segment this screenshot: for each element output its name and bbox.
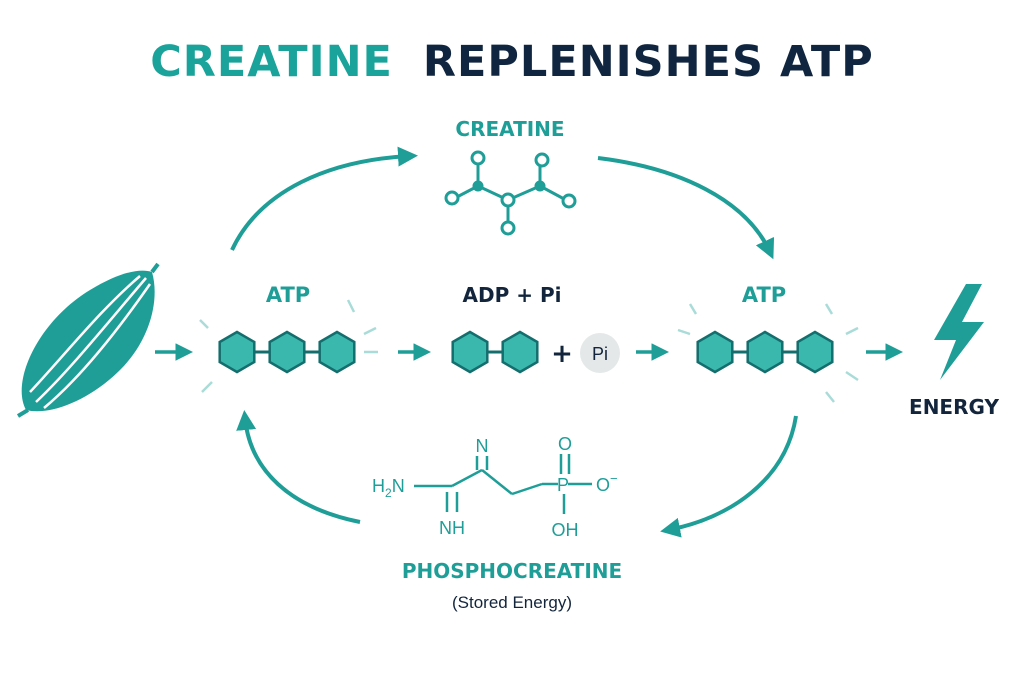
h2n-h: H bbox=[372, 476, 385, 496]
atp-left-molecule bbox=[218, 330, 356, 374]
plus-sign: + bbox=[551, 339, 573, 369]
lightning-bolt-icon bbox=[934, 284, 984, 380]
atom-nh: NH bbox=[439, 518, 465, 538]
title-rest: REPLENISHES ATP bbox=[423, 37, 874, 87]
atp-right-molecule bbox=[696, 330, 834, 374]
arc-bottom-right bbox=[660, 415, 798, 538]
arc-top-right bbox=[597, 156, 775, 260]
atp-right-glow bbox=[677, 303, 859, 403]
muscle-icon bbox=[16, 262, 160, 418]
phosphocreatine-structure: H2N N NH O P O− OH bbox=[372, 434, 618, 540]
page-title: CREATINE REPLENISHES ATP bbox=[150, 37, 874, 87]
arc-top-left bbox=[230, 146, 418, 251]
h2n-sub: 2 bbox=[385, 486, 392, 500]
arc-bottom-left bbox=[236, 410, 361, 524]
title-accent: CREATINE bbox=[150, 37, 393, 87]
atom-p: P bbox=[557, 475, 569, 495]
atom-o-minus: O− bbox=[596, 471, 618, 495]
h2n-group: H2N bbox=[372, 476, 405, 500]
creatine-label: CREATINE bbox=[455, 117, 564, 141]
atp-right-label: ATP bbox=[742, 283, 786, 307]
atp-left-glow bbox=[199, 299, 378, 393]
atom-o-top: O bbox=[558, 434, 572, 454]
energy-label: ENERGY bbox=[909, 395, 999, 419]
pi-token-label: Pi bbox=[592, 344, 608, 364]
atom-oh: OH bbox=[552, 520, 579, 540]
adp-molecule bbox=[451, 330, 539, 374]
pi-token: Pi bbox=[580, 333, 620, 373]
adp-pi-label: ADP + Pi bbox=[463, 283, 562, 307]
creatine-molecule-icon bbox=[444, 150, 577, 236]
stored-energy-label: (Stored Energy) bbox=[452, 593, 572, 612]
atom-o-minus-o: O bbox=[596, 475, 610, 495]
h2n-n: N bbox=[392, 476, 405, 496]
atom-o-minus-charge: − bbox=[610, 471, 618, 486]
phosphocreatine-label: PHOSPHOCREATINE bbox=[402, 559, 622, 583]
atom-n-top: N bbox=[476, 436, 489, 456]
atp-left-label: ATP bbox=[266, 283, 310, 307]
